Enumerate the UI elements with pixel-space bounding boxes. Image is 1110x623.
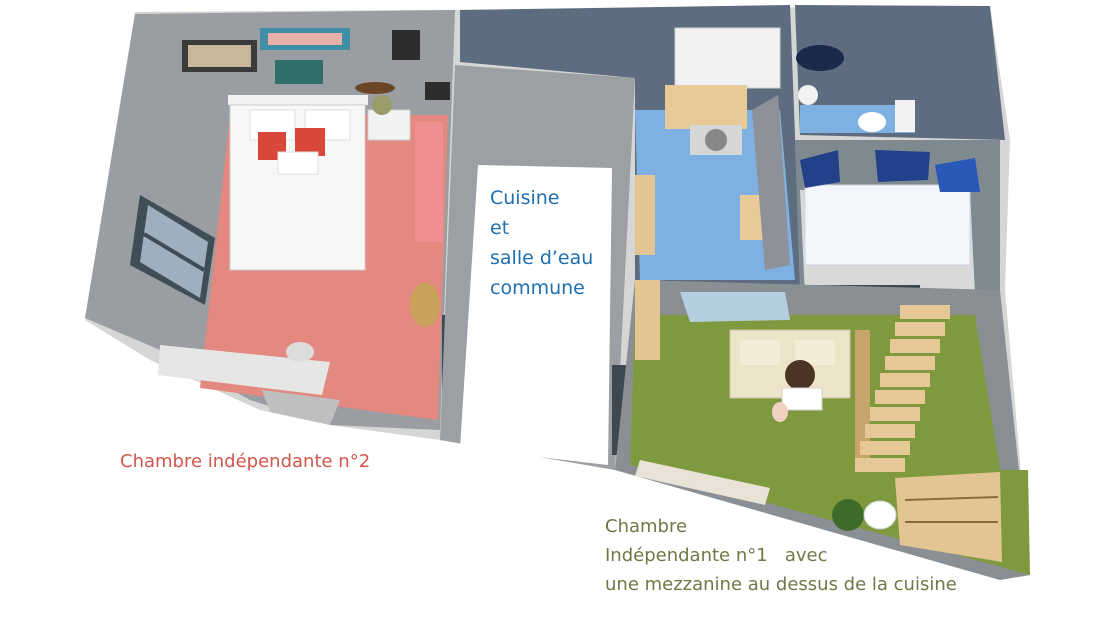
kitchen-label-line: commune bbox=[490, 277, 585, 299]
bedroom-1 bbox=[615, 280, 1030, 580]
bedroom-1-label: Chambre Indépendante n°1 avec une mezzan… bbox=[605, 512, 957, 599]
skylight bbox=[796, 45, 844, 71]
bathroom bbox=[460, 5, 800, 285]
lamp bbox=[372, 95, 392, 115]
nightstand bbox=[367, 109, 411, 141]
kitchen-label-line: salle d’eau bbox=[490, 247, 594, 269]
bedroom-2 bbox=[85, 10, 456, 430]
bedroom-1-label-line: une mezzanine au dessus de la cuisine bbox=[605, 574, 957, 595]
vanity bbox=[665, 85, 747, 129]
kitchen-label: Cuisine et salle d’eau commune bbox=[490, 183, 593, 303]
shared-kitchen-zone bbox=[440, 65, 635, 470]
desk bbox=[158, 345, 330, 395]
toilet bbox=[858, 112, 886, 132]
cupboard bbox=[635, 280, 660, 360]
staircase bbox=[855, 305, 950, 472]
bedroom-1-label-line: Chambre bbox=[605, 516, 688, 537]
round-rug bbox=[410, 283, 440, 327]
person bbox=[785, 360, 815, 390]
wall-frame bbox=[425, 82, 450, 100]
bookshelf bbox=[895, 472, 1002, 562]
cushion bbox=[295, 128, 325, 156]
bedroom-1-label-line: Indépendante n°1 avec bbox=[605, 545, 828, 566]
glass-railing bbox=[680, 292, 790, 322]
cushion bbox=[935, 158, 980, 192]
chair bbox=[286, 342, 314, 362]
wall-frame bbox=[392, 30, 420, 60]
bedroom-2-label: Chambre indépendante n°2 bbox=[120, 451, 371, 472]
bench bbox=[635, 175, 655, 255]
plant bbox=[832, 499, 864, 531]
mezzanine-bed bbox=[804, 184, 971, 266]
toilet-room bbox=[795, 5, 1005, 140]
guitar bbox=[355, 82, 395, 94]
sink bbox=[895, 100, 915, 132]
wall-frame bbox=[275, 60, 323, 84]
wardrobe bbox=[415, 122, 443, 242]
mezzanine bbox=[780, 140, 1000, 299]
cushion bbox=[875, 150, 930, 182]
kitchen-label-line: Cuisine bbox=[490, 187, 560, 209]
kitchen-label-line: et bbox=[490, 217, 510, 239]
cabinet bbox=[674, 27, 781, 89]
cushion bbox=[800, 150, 840, 188]
